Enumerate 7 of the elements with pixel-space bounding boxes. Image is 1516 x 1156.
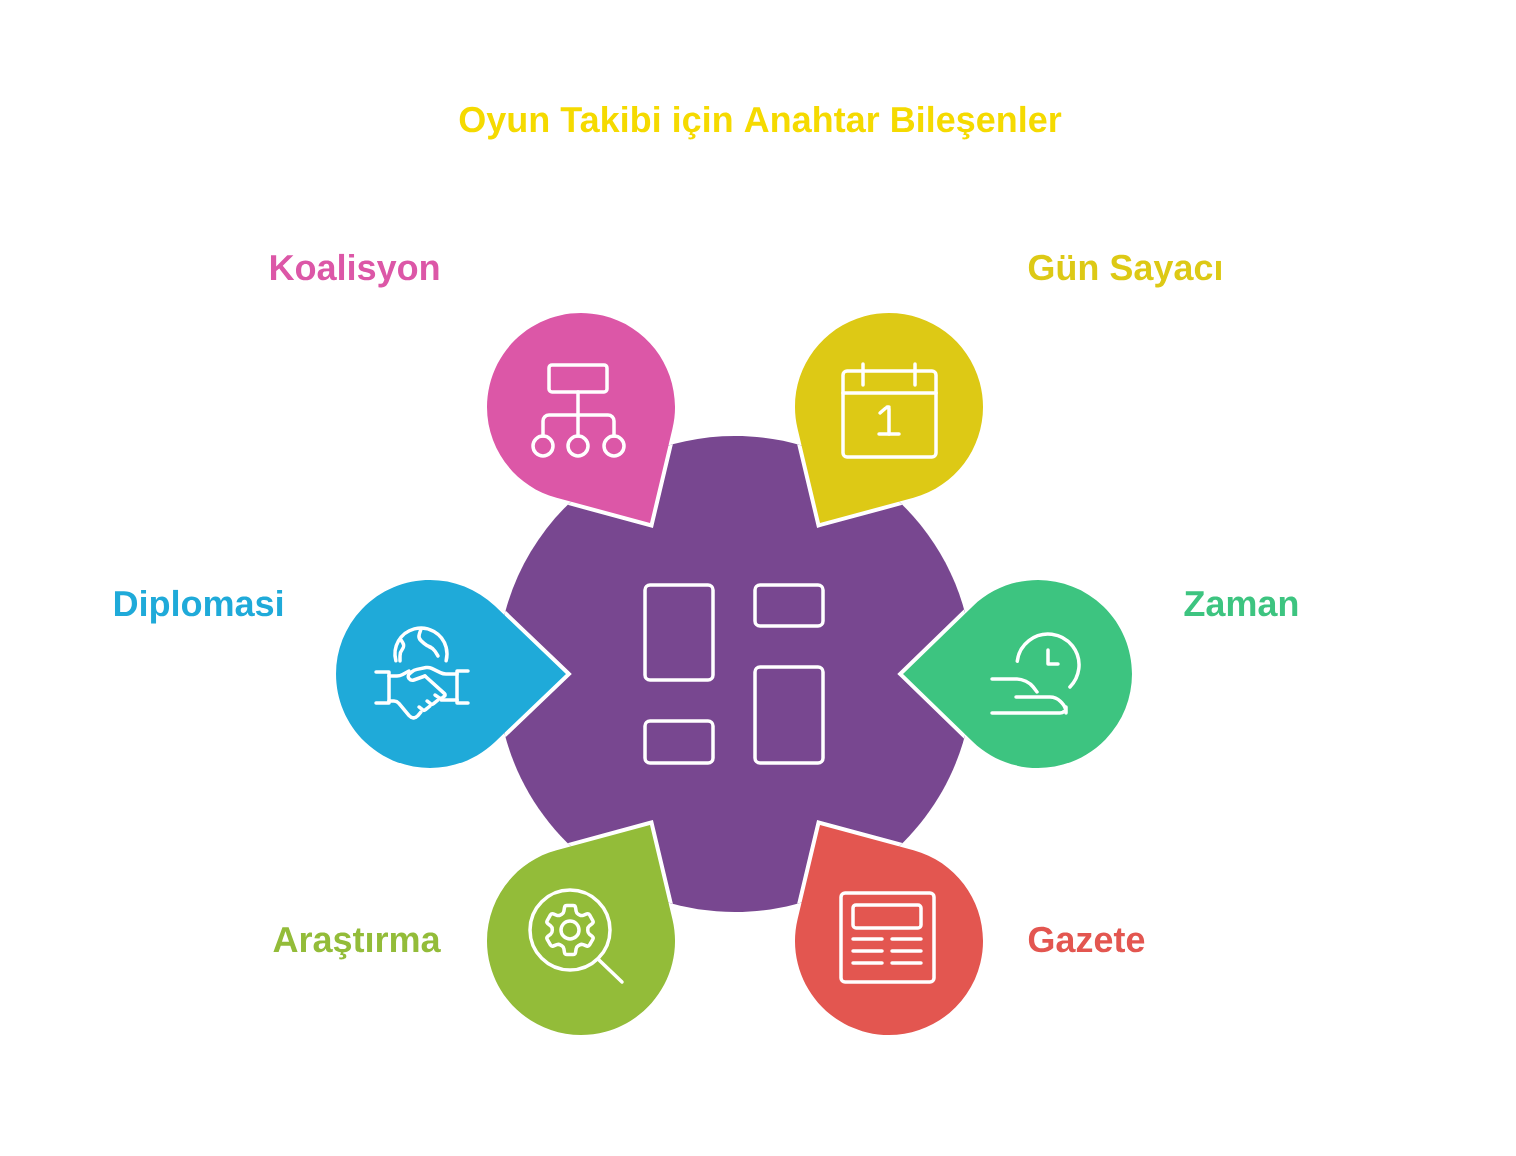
title: Oyun Takibi için Anahtar Bileşenler [459,105,1062,140]
heading: Araştırma [273,927,441,960]
heading: Gün Sayacı [1028,254,1221,288]
heading: Koalisyon [271,253,439,288]
heading: Gazete [1028,926,1145,953]
heading: Zaman [1184,591,1298,617]
heading: Diplomasi [115,589,283,624]
